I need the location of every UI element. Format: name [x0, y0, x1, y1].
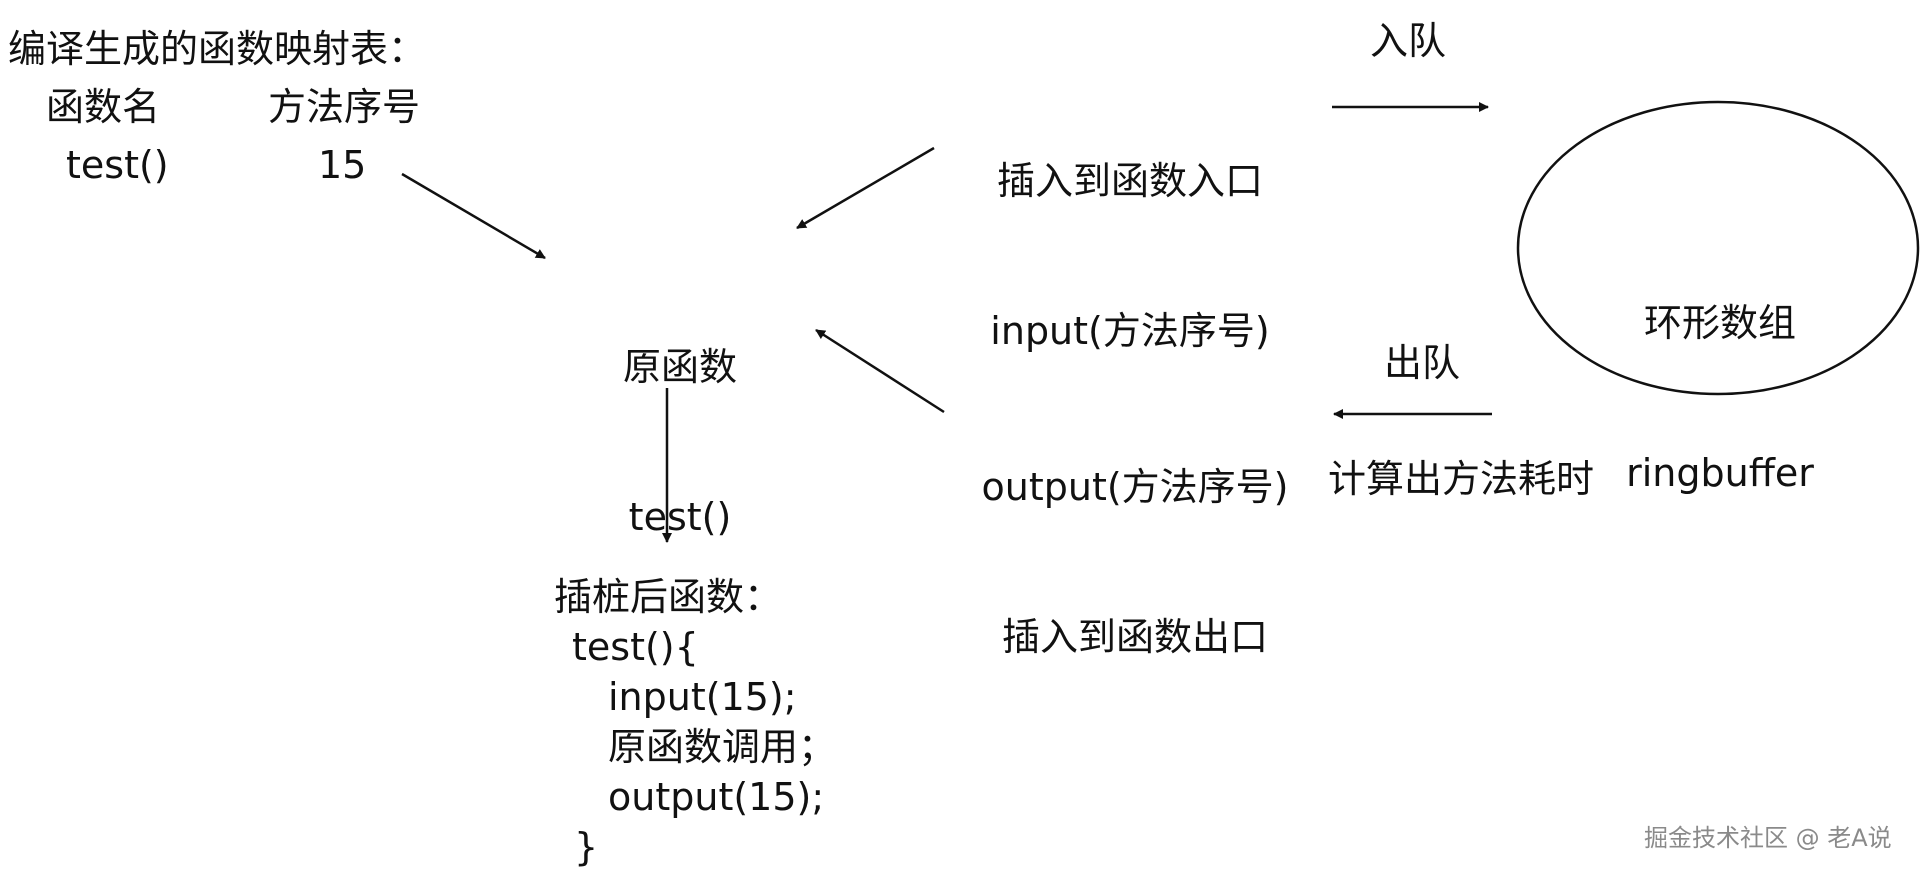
entry-insert-call: input(方法序号) — [990, 309, 1270, 353]
row-function-name: test() — [66, 143, 169, 187]
original-function-label: 原函数 test() — [560, 242, 800, 592]
compute-duration-label: 计算出方法耗时 — [1328, 457, 1595, 501]
instrumented-title: 插桩后函数： — [554, 575, 783, 619]
col-header-method-index: 方法序号 — [268, 85, 421, 129]
instrumented-line-input: input(15); — [608, 675, 797, 719]
instrumented-line-open: test(){ — [572, 625, 699, 669]
exit-insert-title: 插入到函数出口 — [1001, 615, 1268, 659]
arrow-exit-to-original — [815, 328, 945, 414]
mapping-table-title: 编译生成的函数映射表： — [8, 27, 427, 71]
enqueue-label: 入队 — [1370, 19, 1447, 63]
instrumented-line-close: } — [574, 825, 599, 869]
original-function-signature: test() — [628, 495, 732, 539]
ringbuffer-name: ringbuffer — [1626, 451, 1814, 495]
entry-insert-label: 插入到函数入口 input(方法序号) — [960, 56, 1300, 406]
original-function-title: 原函数 — [622, 345, 737, 389]
col-header-function-name: 函数名 — [46, 85, 161, 129]
ringbuffer-label: 环形数组 ringbuffer — [1520, 198, 1920, 548]
row-method-index: 15 — [318, 143, 367, 187]
ringbuffer-ellipse — [1516, 100, 1920, 396]
entry-insert-title: 插入到函数入口 — [996, 159, 1263, 203]
exit-insert-call: output(方法序号) — [981, 465, 1289, 509]
exit-insert-label: output(方法序号) 插入到函数出口 — [960, 362, 1310, 712]
watermark: 掘金技术社区 @ 老A说 — [1644, 824, 1892, 852]
dequeue-label: 出队 — [1384, 341, 1461, 385]
ringbuffer-title: 环形数组 — [1643, 301, 1796, 345]
arrow-mapping-to-original — [401, 172, 546, 260]
instrumented-line-original-call: 原函数调用； — [608, 725, 837, 769]
instrumented-line-output: output(15); — [608, 775, 825, 819]
arrow-entry-to-original — [796, 146, 935, 230]
